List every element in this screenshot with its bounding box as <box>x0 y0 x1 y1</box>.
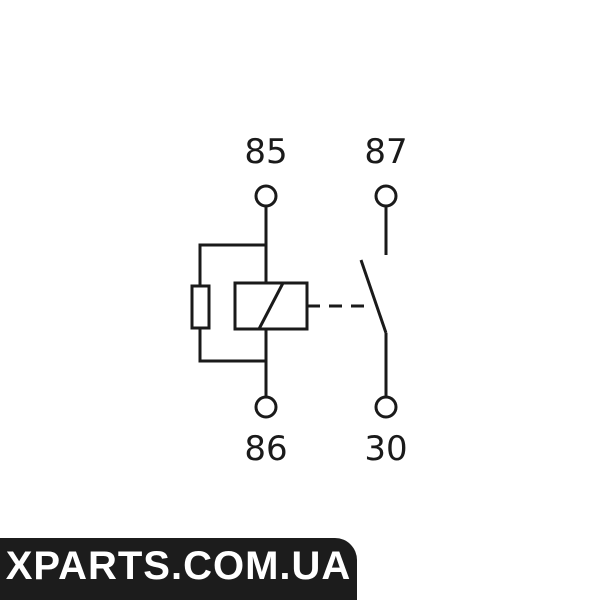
suppression-resistor <box>190 284 211 330</box>
pin-label-86: 86 <box>244 429 287 469</box>
pin-label-30: 30 <box>364 429 407 469</box>
switch-blade <box>359 259 388 334</box>
pin-label-85: 85 <box>244 132 287 172</box>
watermark-text: XPARTS.COM.UA <box>5 544 352 588</box>
wire-resistor-top <box>198 243 266 286</box>
terminal-30 <box>374 395 398 419</box>
wire-resistor-bottom <box>198 328 266 363</box>
terminal-85 <box>254 184 278 208</box>
terminal-86 <box>254 395 278 419</box>
watermark-banner: XPARTS.COM.UA <box>0 538 357 600</box>
terminal-87 <box>374 184 398 208</box>
pin-label-87: 87 <box>364 132 407 172</box>
relay-coil-diagonal <box>257 282 285 330</box>
